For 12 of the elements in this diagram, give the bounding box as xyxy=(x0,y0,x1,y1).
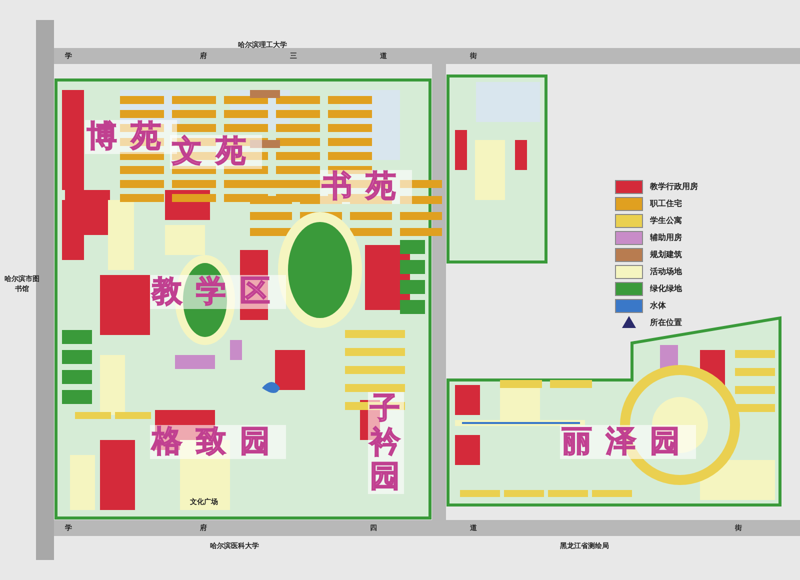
legend-label: 教学行政用房 xyxy=(650,181,698,192)
district-label: 书苑 xyxy=(320,170,412,204)
legend-label: 活动场地 xyxy=(650,266,682,277)
district-label: 丽泽园 xyxy=(560,425,696,459)
legend-label: 绿化绿地 xyxy=(650,283,682,294)
legend-label: 规划建筑 xyxy=(650,249,682,260)
legend-label: 职工住宅 xyxy=(650,198,682,209)
legend-label: 水体 xyxy=(650,300,666,311)
legend-label: 所在位置 xyxy=(650,317,682,328)
district-label: 子衿园 xyxy=(368,392,404,494)
legend-label: 学生公寓 xyxy=(650,215,682,226)
legend-label: 辅助用房 xyxy=(650,232,682,243)
